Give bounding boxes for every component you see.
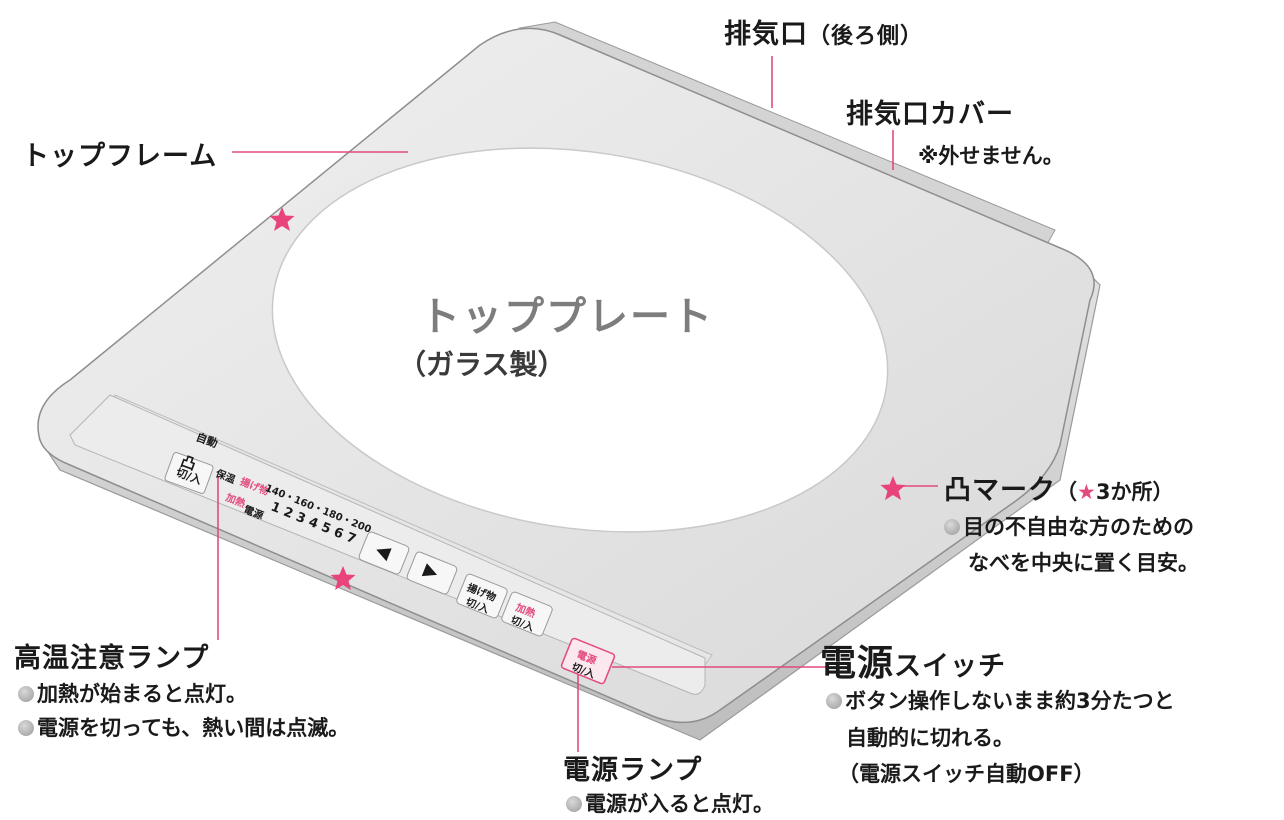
bullet-icon [566, 796, 582, 812]
bump-mark-star-icon: ★ [1077, 480, 1096, 504]
bullet-icon [18, 686, 34, 702]
top-plate-sub: （ガラス製） [398, 348, 566, 381]
bump-mark-count: 3か所） [1095, 480, 1174, 504]
top-plate [271, 147, 889, 533]
bump-mark-paren: （ [1056, 480, 1077, 504]
exhaust-title: 排気口 [724, 19, 808, 50]
high-temp-lamp-label: 高温注意ランプ [14, 643, 210, 674]
power-lamp-label: 電源ランプ [563, 755, 703, 786]
power-switch-label: 電源スイッチ [820, 634, 1006, 686]
right-arrow-button[interactable] [406, 551, 458, 595]
power-switch-title-small: スイッチ [894, 651, 1007, 682]
bump-stars [269, 207, 906, 590]
exhaust-sub: （後ろ側） [808, 24, 924, 49]
panel-controls [164, 452, 616, 685]
power-switch-desc-2: 自動的に切れる。 [846, 726, 1014, 750]
top-frame-label: トップフレーム [22, 141, 218, 172]
power-switch-desc-3: （電源スイッチ自動OFF） [838, 762, 1095, 786]
bump-mark-title: 凸マーク [944, 475, 1056, 506]
power-button[interactable] [560, 637, 616, 685]
star-icon [330, 566, 356, 590]
bump-mark-desc-1: 目の不自由な方のための [944, 511, 1194, 541]
star-icon [269, 207, 295, 231]
bullet-icon [826, 693, 842, 709]
exhaust-cover-note: ※外せません。 [918, 144, 1064, 168]
bump-mark-label: 凸マーク（★3か所） [944, 468, 1173, 507]
power-switch-desc-1: ボタン操作しないまま約3分たつと [826, 685, 1175, 715]
power-switch-title-big: 電源 [820, 643, 895, 684]
exhaust-cover-label: 排気口カバー [846, 99, 1014, 130]
bump-mark-desc-2: なべを中央に置く目安。 [968, 551, 1199, 575]
high-temp-lamp-desc-2: 電源を切っても、熱い間は点滅。 [18, 712, 349, 742]
top-plate-label: トッププレート [420, 294, 714, 340]
bullet-icon [944, 519, 960, 535]
bullet-icon [18, 720, 34, 736]
heat-button[interactable] [501, 591, 554, 637]
exhaust-label: 排気口（後ろ側） [724, 12, 923, 51]
leader-lines [217, 56, 938, 752]
high-temp-lamp-desc-1: 加熱が始まると点灯。 [18, 678, 247, 708]
star-icon [880, 476, 906, 500]
auto-bump-button[interactable] [164, 452, 214, 495]
left-arrow-button[interactable] [358, 531, 410, 575]
power-lamp-desc: 電源が入ると点灯。 [566, 788, 774, 818]
fry-button[interactable] [456, 573, 509, 619]
